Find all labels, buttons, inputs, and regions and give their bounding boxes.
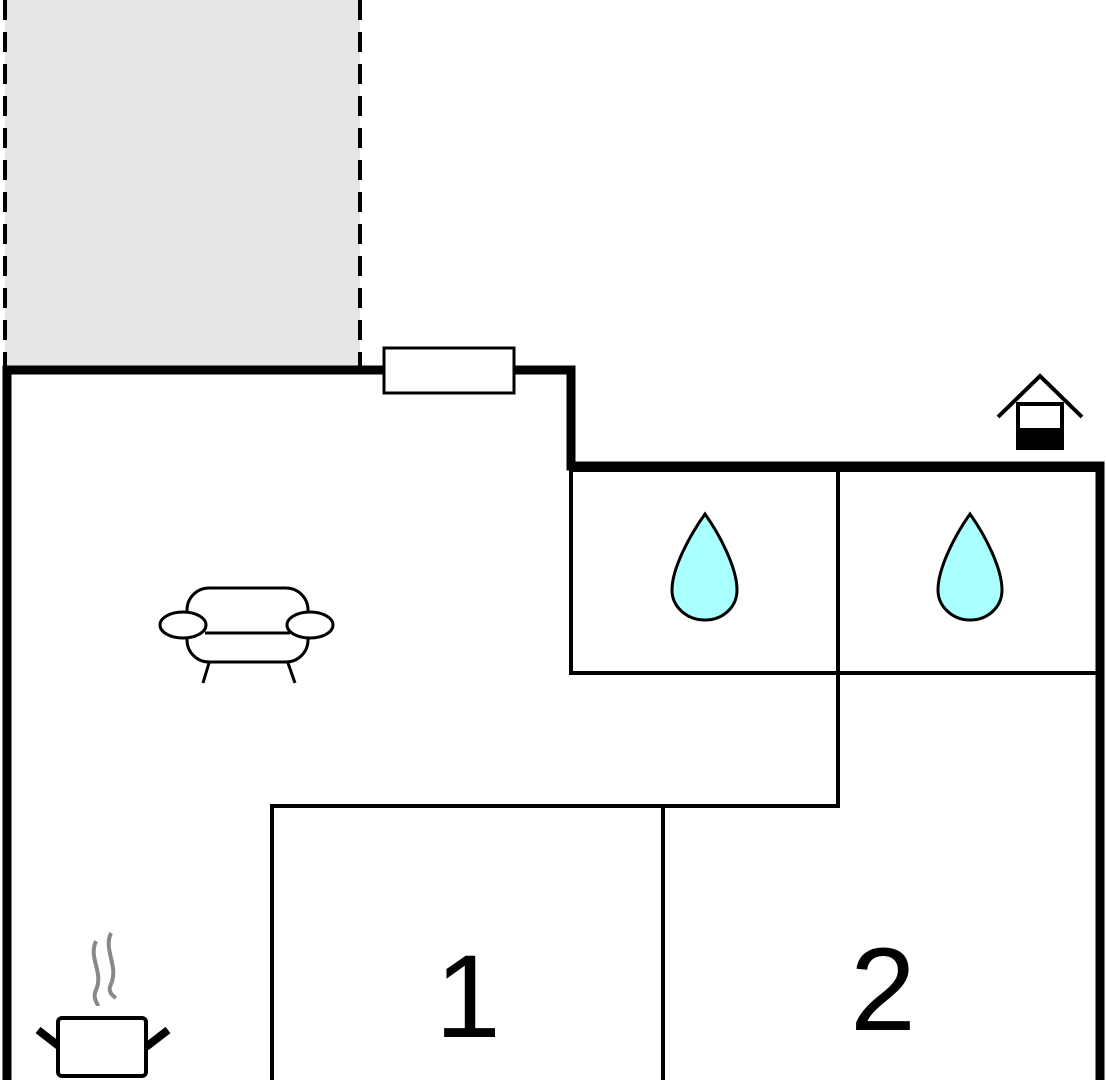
room-label-2: 2	[850, 924, 916, 1056]
cooking-pot-icon	[35, 932, 171, 1078]
window-icon	[382, 346, 516, 395]
exterior-wall	[2, 365, 385, 1080]
exterior-walls	[2, 365, 1105, 1080]
interior-wall	[270, 673, 840, 1080]
bathroom-2	[836, 468, 1100, 675]
exterior-wall	[514, 365, 1105, 1080]
room-label-1: 1	[435, 931, 501, 1063]
sofa-icon	[158, 586, 335, 684]
house-entrance-icon	[996, 373, 1084, 450]
terrace-area	[3, 0, 362, 367]
water-drop-icon	[936, 511, 1004, 622]
water-drop-icon	[670, 511, 739, 622]
interior-walls	[270, 468, 1100, 1080]
